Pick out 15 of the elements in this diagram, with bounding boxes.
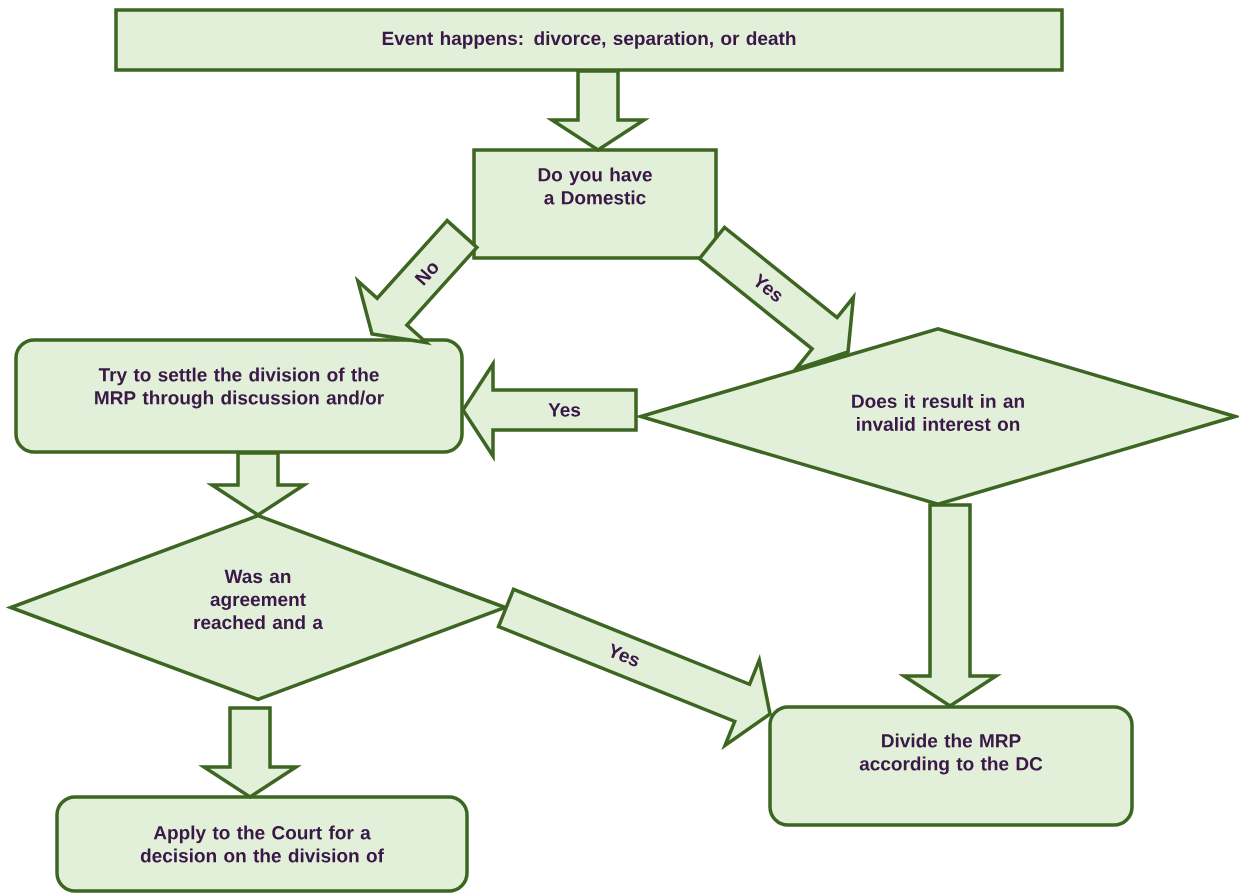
process-box: Event happens: divorce, separation, or death <box>114 8 1064 72</box>
block-arrow <box>206 451 310 518</box>
process-box: Do you have a Domestic <box>472 148 718 260</box>
process-box: Try to settle the division of the MRP through discussion and/or <box>14 338 464 454</box>
block-arrow <box>460 358 638 462</box>
block-arrow <box>898 503 1002 709</box>
process-box: Apply to the Court for a decision on the division of <box>55 795 469 893</box>
process-box: Divide the MRP according to the DC <box>768 705 1134 827</box>
edge-label: Yes <box>605 641 644 669</box>
edge-label: No <box>412 257 442 289</box>
block-arrow <box>198 706 302 800</box>
block-arrow <box>496 587 772 751</box>
edge-label: Yes <box>750 271 787 305</box>
edge-label: Yes <box>547 402 582 418</box>
block-arrow <box>546 69 650 153</box>
